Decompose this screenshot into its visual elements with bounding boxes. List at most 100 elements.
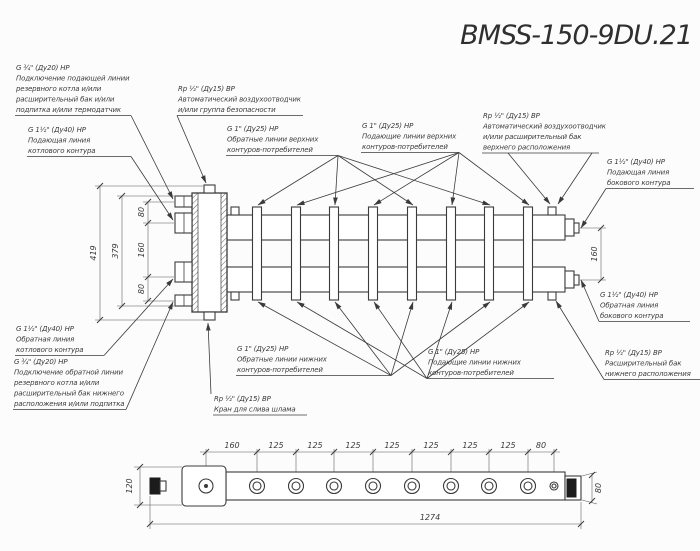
branch-pipe [483, 206, 495, 301]
annotation-line: бокового контура [607, 179, 670, 187]
annotation-side-return: G 1½" (Ду40) НР Обратная линия бокового … [599, 291, 690, 322]
boiler-supply-stub [174, 212, 193, 234]
annotation-line: и/или расширительный бак [483, 133, 582, 141]
dim-right-160: 160 [590, 246, 599, 261]
leader-lines [103, 115, 607, 410]
dim-pitch: 125 [307, 441, 322, 450]
annotation-line: Автоматический воздухоотводчик [482, 123, 607, 131]
upper-bar-end-cap [564, 218, 575, 237]
annotation-line: Подающие линии верхних [362, 133, 457, 141]
upper-side-nozzle [573, 222, 580, 234]
annotation-reserve-supply: G ¾" (Ду20) НР Подключение подающей лини… [15, 64, 131, 116]
annotation-line: G 1½" (Ду40) НР [607, 158, 666, 166]
annotation-line: Rp ½" (Ду15) ВР [483, 112, 541, 120]
header-top-stub [203, 184, 216, 194]
annotation-line: котлового контура [16, 346, 83, 354]
annotation-line: расширительный бак и/или [15, 96, 115, 104]
branch-pipes [251, 206, 534, 301]
front-view: 419 379 80 160 80 160 [13, 64, 700, 416]
dim-chain-80-top: 80 [137, 207, 146, 217]
annotation-line: контуров-потребителей [362, 143, 448, 151]
annotation-line: G 1½" (Ду40) НР [16, 325, 75, 333]
drain-stub-left [230, 291, 240, 301]
header-wall-left [191, 192, 199, 313]
dim-pitch: 125 [462, 441, 477, 450]
annotation-boiler-return: G 1½" (Ду40) НР Обратная линия котлового… [15, 325, 104, 356]
top-view-ports [198, 477, 559, 495]
annotation-line: контуров-потребителей [237, 366, 323, 374]
upper-manifold-bar [226, 214, 566, 241]
annotation-line: верхнего расположения [483, 144, 570, 152]
top-block-width-dimension: 120 [125, 463, 182, 509]
dim-pitch: 125 [268, 441, 283, 450]
annotation-line: Rp ½" (Ду15) ВР [178, 85, 236, 93]
annotation-line: и/или группа безопасности [178, 106, 276, 114]
annotation-line: Обратные линии верхних [227, 136, 319, 144]
annotation-boiler-supply: G 1½" (Ду40) НР Подающая линия котлового… [27, 126, 131, 157]
annotation-line: G 1½" (Ду40) НР [600, 291, 659, 299]
dim-inner-379: 379 [111, 243, 120, 258]
air-vent-stub-left [230, 206, 240, 216]
drawing-title: BMSS-150-9DU.21 [460, 20, 692, 51]
lower-bar-end-cap [564, 270, 575, 289]
annotation-line: Rp ½" (Ду15) ВР [214, 395, 272, 403]
branch-pipe [290, 206, 302, 301]
annotation-line: Обратные линии нижних [237, 356, 328, 364]
dim-overall-419: 419 [89, 245, 98, 260]
top-end-width-dimension: 80 [581, 471, 603, 505]
branch-pipe [522, 206, 534, 301]
front-left-dimensions: 419 379 80 160 80 [89, 182, 204, 324]
annotation-line: Rp ½" (Ду15) ВР [605, 349, 663, 357]
reserve-supply-stub [174, 195, 193, 208]
annotation-line: Подающая линия [28, 137, 90, 145]
annotation-line: Автоматический воздухоотводчик [177, 96, 302, 104]
annotation-lower-return: G 1" (Ду25) НР Обратные линии нижних кон… [236, 345, 391, 376]
dim-pitch: 125 [500, 441, 515, 450]
top-view-body [225, 471, 566, 501]
annotation-upper-supply: G 1" (Ду25) НР Подающие линии верхних ко… [361, 122, 459, 153]
annotation-line: G ¾" (Ду20) НР [14, 358, 68, 366]
top-view-left-nozzle [149, 477, 161, 495]
lower-side-nozzle [573, 274, 580, 286]
top-view-right-nozzle [566, 478, 577, 498]
annotation-line: G ¾" (Ду20) НР [16, 64, 70, 72]
dim-pitch: 160 [224, 441, 239, 450]
top-pitch-dimension: 160 125 125 125 125 125 125 125 80 [200, 441, 560, 481]
top-view-left-collar [159, 480, 167, 492]
collector-header-block [174, 184, 228, 321]
header-bottom-stub [203, 311, 216, 321]
annotation-line: G 1" (Ду25) НР [428, 348, 480, 356]
annotation-line: Кран для слива шлама [214, 406, 296, 414]
annotation-reserve-return: G ¾" (Ду20) НР Подключение обратной лини… [13, 358, 126, 410]
annotation-side-supply: G 1½" (Ду40) НР Подающая линия бокового … [606, 158, 694, 189]
top-overall-dimension: 1274 [146, 496, 585, 529]
annotation-lower-supply: G 1" (Ду25) НР Подающие линии нижних кон… [427, 348, 554, 379]
annotation-line: G 1" (Ду25) НР [237, 345, 289, 353]
annotation-line: Подающие линии нижних [428, 359, 522, 367]
annotation-line: Расширительный бак [605, 360, 682, 368]
annotation-line: G 1" (Ду25) НР [227, 125, 279, 133]
annotation-line: G 1" (Ду25) НР [362, 122, 414, 130]
header-wall-right [220, 192, 228, 313]
branch-pipe [251, 206, 263, 301]
front-right-dimension: 160 [580, 224, 606, 284]
annotation-line: Подключение подающей линии [16, 75, 130, 83]
dim-overall-1274: 1274 [420, 513, 440, 522]
annotation-line: резервного котла и/или [15, 85, 102, 93]
annotation-line: подпитка и/или термодатчик [16, 106, 122, 114]
annotation-line: Обратная линия [16, 336, 74, 344]
branch-pipe [328, 206, 340, 301]
annotation-line: бокового контура [600, 312, 663, 320]
branch-pipe [367, 206, 379, 301]
boiler-return-stub [174, 261, 193, 283]
annotation-line: Подающая линия [607, 169, 669, 177]
dim-pitch: 125 [423, 441, 438, 450]
annotation-line: Обратная линия [600, 302, 658, 310]
annotation-line: расширительный бак нижнего [13, 390, 124, 398]
annotation-upper-return: G 1" (Ду25) НР Обратные линии верхних ко… [226, 125, 338, 156]
branch-pipe [445, 206, 457, 301]
air-vent-stub-right [547, 206, 557, 216]
annotation-line: расположения и/или подпитка [13, 400, 124, 408]
annotation-line: G 1½" (Ду40) НР [28, 126, 87, 134]
